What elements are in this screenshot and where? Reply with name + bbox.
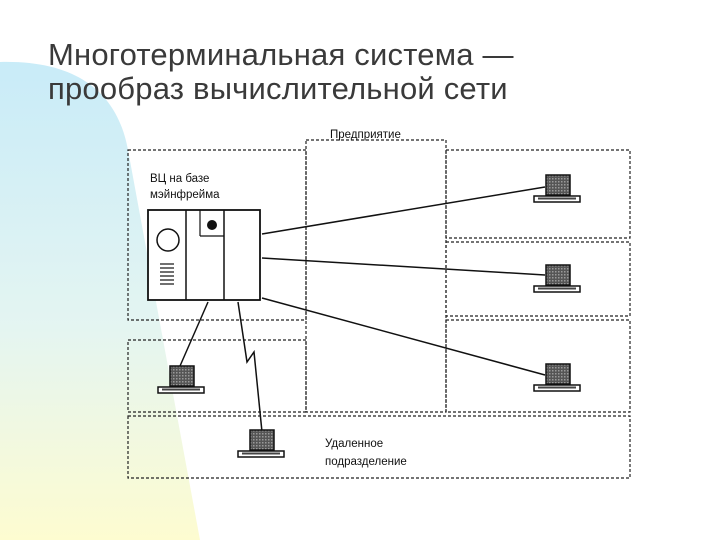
- computing-center-label-line1: ВЦ на базе: [150, 173, 209, 185]
- slide-title: Многотерминальная система — прообраз выч…: [48, 38, 514, 106]
- terminal-icon: [237, 429, 285, 458]
- link-remote-terminal: [237, 301, 263, 433]
- link-local-terminal: [179, 301, 209, 367]
- terminal-icon: [533, 264, 581, 293]
- link-terminal-1: [261, 186, 546, 235]
- terminal-room-box-2: [445, 241, 631, 317]
- remote-unit-label-line1: Удаленное: [325, 438, 383, 450]
- tape-reel-icon: [156, 228, 180, 252]
- terminal-icon: [533, 363, 581, 392]
- computing-center-box: [127, 149, 307, 321]
- slide-title-line2: прообраз вычислительной сети: [48, 71, 508, 106]
- computing-center-label-line2: мэйнфрейма: [150, 189, 220, 201]
- terminal-icon: [533, 174, 581, 203]
- terminal-room-box-1: [445, 149, 631, 239]
- mainframe: [147, 209, 261, 301]
- connection-lines: [179, 186, 546, 433]
- vent-icon: [160, 263, 174, 285]
- terminal-room-box-3: [445, 319, 631, 413]
- local-office-box: [127, 339, 307, 413]
- link-terminal-2: [261, 257, 546, 276]
- terminal-icon: [157, 365, 205, 394]
- enterprise-zone-boxes: [127, 139, 631, 479]
- slide-title-line1: Многотерминальная система —: [48, 37, 514, 72]
- link-terminal-3: [261, 297, 546, 376]
- remote-unit-label-line2: подразделение: [325, 456, 407, 468]
- enterprise-box: [305, 139, 447, 413]
- remote-unit-box: [127, 415, 631, 479]
- enterprise-label: Предприятие: [330, 129, 401, 141]
- indicator-light-icon: [207, 220, 217, 230]
